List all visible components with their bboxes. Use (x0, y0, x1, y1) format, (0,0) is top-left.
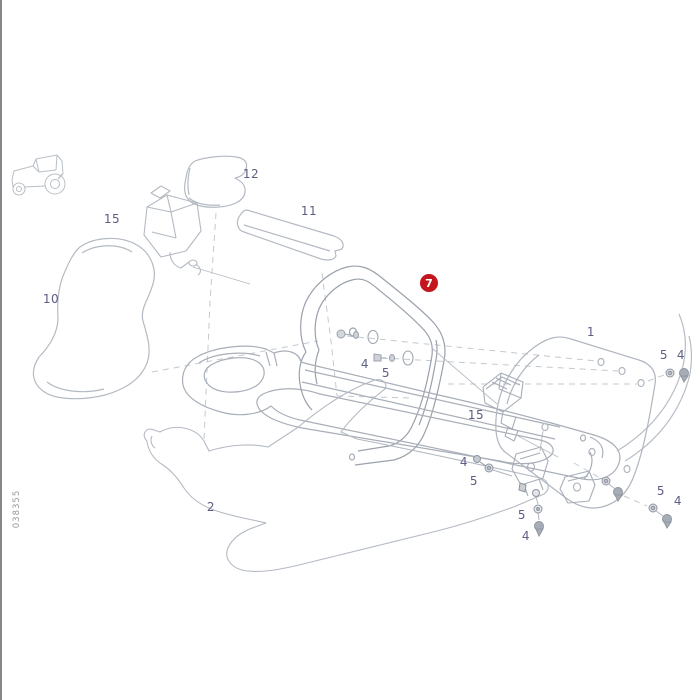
mounting-brackets (511, 446, 596, 504)
part-11-panel-outline (236, 209, 344, 261)
page-edge-strip (0, 0, 2, 700)
hardware-bolts-nuts (473, 368, 689, 538)
part-label-4-backrest: 4 (360, 357, 370, 371)
part-12-pad-outline (184, 155, 248, 208)
part-label-12: 12 (242, 167, 260, 181)
part-label-4-topright: 4 (676, 348, 686, 362)
seat-base-frame (181, 313, 692, 481)
part-label-5-bracketleft: 5 (469, 474, 479, 488)
part-label-5-bottomright: 5 (656, 484, 666, 498)
part-label-4-bracketleft: 4 (459, 455, 469, 469)
part-label-4-bottomright: 4 (673, 494, 683, 508)
part-label-15-right: 15 (467, 408, 485, 422)
part-1-rear-panel (495, 336, 656, 509)
highlighted-callout-7-badge: 7 (420, 274, 438, 292)
part-2-wire-frame (143, 379, 549, 573)
part-label-5-backrest: 5 (381, 366, 391, 380)
drawing-number: 038355 (12, 489, 22, 529)
part-15-left-retractor (143, 185, 251, 285)
part-label-4-center: 4 (521, 529, 531, 543)
dashed-leader-lines (151, 212, 665, 507)
part-label-11: 11 (300, 204, 318, 218)
part-label-2: 2 (206, 500, 216, 514)
tractor-icon (11, 154, 66, 196)
part-15-right-buckle (432, 348, 559, 458)
part-label-5-topright: 5 (659, 348, 669, 362)
part-label-1: 1 (586, 325, 596, 339)
part-10-cover-outline (32, 237, 155, 400)
part-label-10: 10 (42, 292, 60, 306)
part-label-5-center: 5 (517, 508, 527, 522)
part-label-15-left: 15 (103, 212, 121, 226)
backrest-fasteners (336, 329, 414, 366)
